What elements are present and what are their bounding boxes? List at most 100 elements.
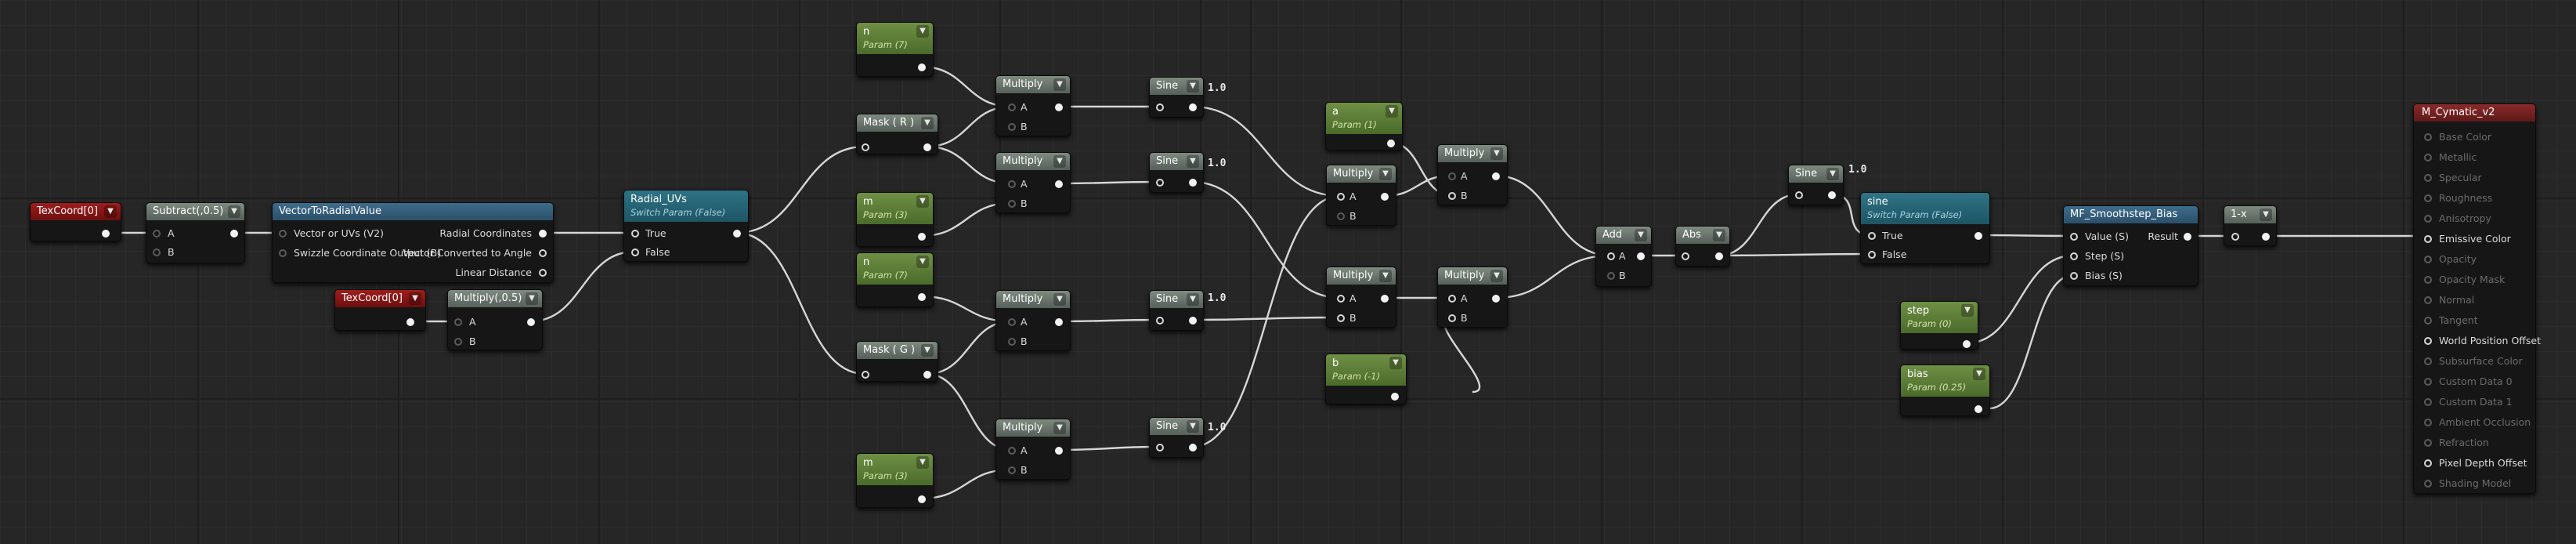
multiply-node[interactable]: Multiply▼ A B: [1326, 165, 1396, 226]
node-header[interactable]: TexCoord[0]▼: [335, 290, 425, 307]
input-pin[interactable]: [279, 249, 287, 257]
node-header[interactable]: Multiply▼: [996, 76, 1070, 93]
node-header[interactable]: Sine▼: [1150, 78, 1203, 95]
input-pin-step[interactable]: [2070, 252, 2078, 260]
output-pin[interactable]: [1055, 180, 1063, 188]
input-pin[interactable]: [1156, 444, 1164, 452]
node-header[interactable]: Multiply▼: [1438, 145, 1507, 162]
node-header[interactable]: Add▼: [1596, 227, 1651, 244]
connection-wire[interactable]: [1494, 174, 1611, 257]
output-pin[interactable]: [230, 230, 238, 238]
material-input-pin[interactable]: [2424, 154, 2432, 161]
node-header[interactable]: Sine▼: [1150, 153, 1203, 170]
chevron-down-icon[interactable]: ▼: [526, 292, 538, 305]
connection-wire[interactable]: [529, 250, 635, 323]
node-header[interactable]: 1-x▼: [2224, 206, 2276, 223]
input-pin-b[interactable]: [1008, 200, 1016, 208]
material-input-pin[interactable]: [2424, 317, 2432, 325]
connection-wire[interactable]: [1494, 254, 1611, 299]
multiply-node[interactable]: Multiply▼ A B: [995, 75, 1071, 136]
input-pin-b[interactable]: [153, 248, 161, 256]
input-pin[interactable]: [2231, 233, 2239, 241]
material-input-pin[interactable]: [2424, 337, 2432, 345]
material-input-pin[interactable]: [2424, 459, 2432, 467]
output-pin[interactable]: [1828, 191, 1836, 199]
connection-wire[interactable]: [1191, 194, 1341, 448]
output-pin[interactable]: [1381, 295, 1389, 303]
chevron-down-icon[interactable]: ▼: [2260, 209, 2272, 221]
input-pin-a[interactable]: [1008, 103, 1016, 111]
smoothstep-bias-node[interactable]: MF_Smoothstep_Bias Value (S) Step (S) Bi…: [2063, 205, 2198, 286]
add-node[interactable]: Add▼ A B: [1595, 226, 1652, 287]
chevron-down-icon[interactable]: ▼: [1379, 168, 1392, 180]
output-pin[interactable]: [1189, 179, 1197, 187]
input-pin-a[interactable]: [1448, 295, 1456, 303]
vector-to-radial-node[interactable]: VectorToRadialValue Vector or UVs (V2) S…: [272, 202, 554, 283]
output-pin[interactable]: [1387, 140, 1395, 147]
chevron-down-icon[interactable]: ▼: [916, 25, 929, 38]
material-input-pin[interactable]: [2424, 215, 2432, 223]
output-pin[interactable]: [918, 233, 926, 241]
material-input-pin[interactable]: [2424, 419, 2432, 426]
material-input-pin[interactable]: [2424, 480, 2432, 488]
input-pin-a[interactable]: [1607, 252, 1615, 260]
material-input-pin[interactable]: [2424, 398, 2432, 406]
connection-wire[interactable]: [1718, 252, 1872, 257]
output-pin[interactable]: [923, 371, 931, 379]
input-pin-b[interactable]: [454, 338, 462, 346]
input-pin-b[interactable]: [1008, 466, 1016, 474]
input-pin-a[interactable]: [1337, 295, 1345, 303]
input-pin-a[interactable]: [153, 230, 161, 238]
input-pin-a[interactable]: [1008, 180, 1016, 188]
input-pin-b[interactable]: [1008, 338, 1016, 346]
input-pin-true[interactable]: [1868, 232, 1876, 240]
chevron-down-icon[interactable]: ▼: [104, 205, 117, 218]
input-pin-b[interactable]: [1337, 212, 1345, 220]
chevron-down-icon[interactable]: ▼: [1635, 229, 1647, 241]
sine-node[interactable]: Sine▼: [1149, 152, 1204, 193]
output-pin[interactable]: [1715, 252, 1723, 260]
input-pin[interactable]: [1156, 103, 1164, 111]
input-pin-a[interactable]: [1448, 172, 1456, 180]
material-input-pin[interactable]: [2424, 439, 2432, 447]
sine-node[interactable]: Sine▼: [1149, 417, 1204, 458]
multiply-node[interactable]: Multiply▼ A B: [1437, 267, 1508, 328]
material-input-pin[interactable]: [2424, 296, 2432, 304]
output-pin[interactable]: [1189, 444, 1197, 452]
node-header[interactable]: Multiply▼: [1327, 165, 1396, 183]
one-minus-node[interactable]: 1-x▼: [2224, 205, 2277, 246]
connection-wire[interactable]: [1965, 254, 2074, 345]
input-pin-a[interactable]: [1337, 193, 1345, 201]
chevron-down-icon[interactable]: ▼: [1187, 420, 1199, 433]
output-pin[interactable]: [1637, 252, 1645, 260]
material-input-pin[interactable]: [2424, 133, 2432, 141]
output-pin[interactable]: [923, 143, 931, 151]
node-header[interactable]: Sine▼: [1789, 165, 1843, 183]
chevron-down-icon[interactable]: ▼: [1389, 357, 1402, 369]
multiply-node[interactable]: Multiply▼ A B: [995, 419, 1071, 480]
chevron-down-icon[interactable]: ▼: [1973, 368, 1985, 380]
connection-wire[interactable]: [1191, 105, 1341, 198]
chevron-down-icon[interactable]: ▼: [916, 195, 929, 208]
output-pin[interactable]: [539, 249, 547, 257]
connection-wire[interactable]: [1057, 180, 1160, 185]
subtract-node[interactable]: Subtract(,0.5)▼ A B: [146, 202, 245, 263]
input-pin-a[interactable]: [1008, 447, 1016, 455]
input-pin-b[interactable]: [1337, 314, 1345, 322]
chevron-down-icon[interactable]: ▼: [1713, 229, 1725, 241]
mask-g-node[interactable]: Mask ( G )▼: [856, 341, 938, 382]
mask-r-node[interactable]: Mask ( R )▼: [856, 114, 938, 154]
input-pin-b[interactable]: [1008, 123, 1016, 131]
output-pin[interactable]: [2184, 233, 2191, 241]
material-input-pin[interactable]: [2424, 235, 2432, 243]
